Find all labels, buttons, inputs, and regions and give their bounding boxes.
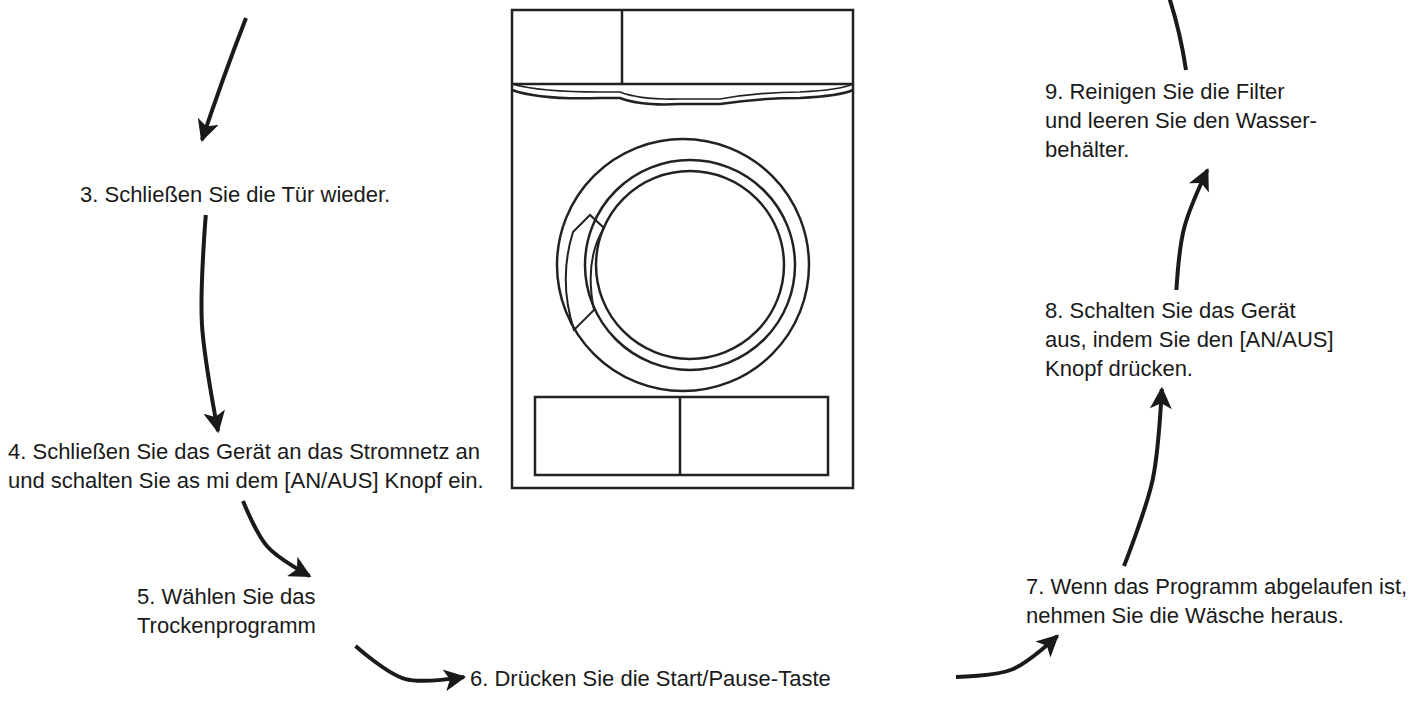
flow-arrow [356, 646, 465, 681]
flow-arrow [201, 215, 218, 431]
dryer-body [512, 10, 853, 488]
flow-arrow [243, 501, 310, 576]
step-instruction: 7. Wenn das Programm abgelaufen ist, neh… [1026, 572, 1418, 630]
step-instruction: 5. Wählen Sie das Trockenprogramm [137, 582, 367, 640]
flow-arrow [1124, 389, 1162, 566]
step-instruction: 4. Schließen Sie das Gerät an das Stromn… [8, 437, 508, 495]
step-text-block: 6. Drücken Sie die Start/Pause-Taste [470, 664, 950, 693]
step-text-block: 3. Schließen Sie die Tür wieder. [80, 180, 420, 209]
step-instruction: 9. Reinigen Sie die Filter und leeren Si… [1045, 77, 1325, 164]
step-instruction: 6. Drücken Sie die Start/Pause-Taste [470, 664, 950, 693]
incoming-arrow [202, 18, 246, 140]
step-text-block: 8. Schalten Sie das Gerät aus, indem Sie… [1045, 296, 1337, 383]
flow-arrow [956, 636, 1057, 677]
step-text-block: 5. Wählen Sie das Trockenprogramm [137, 582, 367, 640]
step-text-block: 7. Wenn das Programm abgelaufen ist, neh… [1026, 572, 1418, 630]
step-instruction: 3. Schließen Sie die Tür wieder. [80, 180, 420, 209]
flow-arrow [1176, 170, 1207, 290]
step-instruction: 8. Schalten Sie das Gerät aus, indem Sie… [1045, 296, 1337, 383]
step-text-block: 4. Schließen Sie das Gerät an das Stromn… [8, 437, 508, 495]
step-text-block: 9. Reinigen Sie die Filter und leeren Si… [1045, 77, 1325, 164]
outgoing-arrow [1168, 0, 1186, 70]
